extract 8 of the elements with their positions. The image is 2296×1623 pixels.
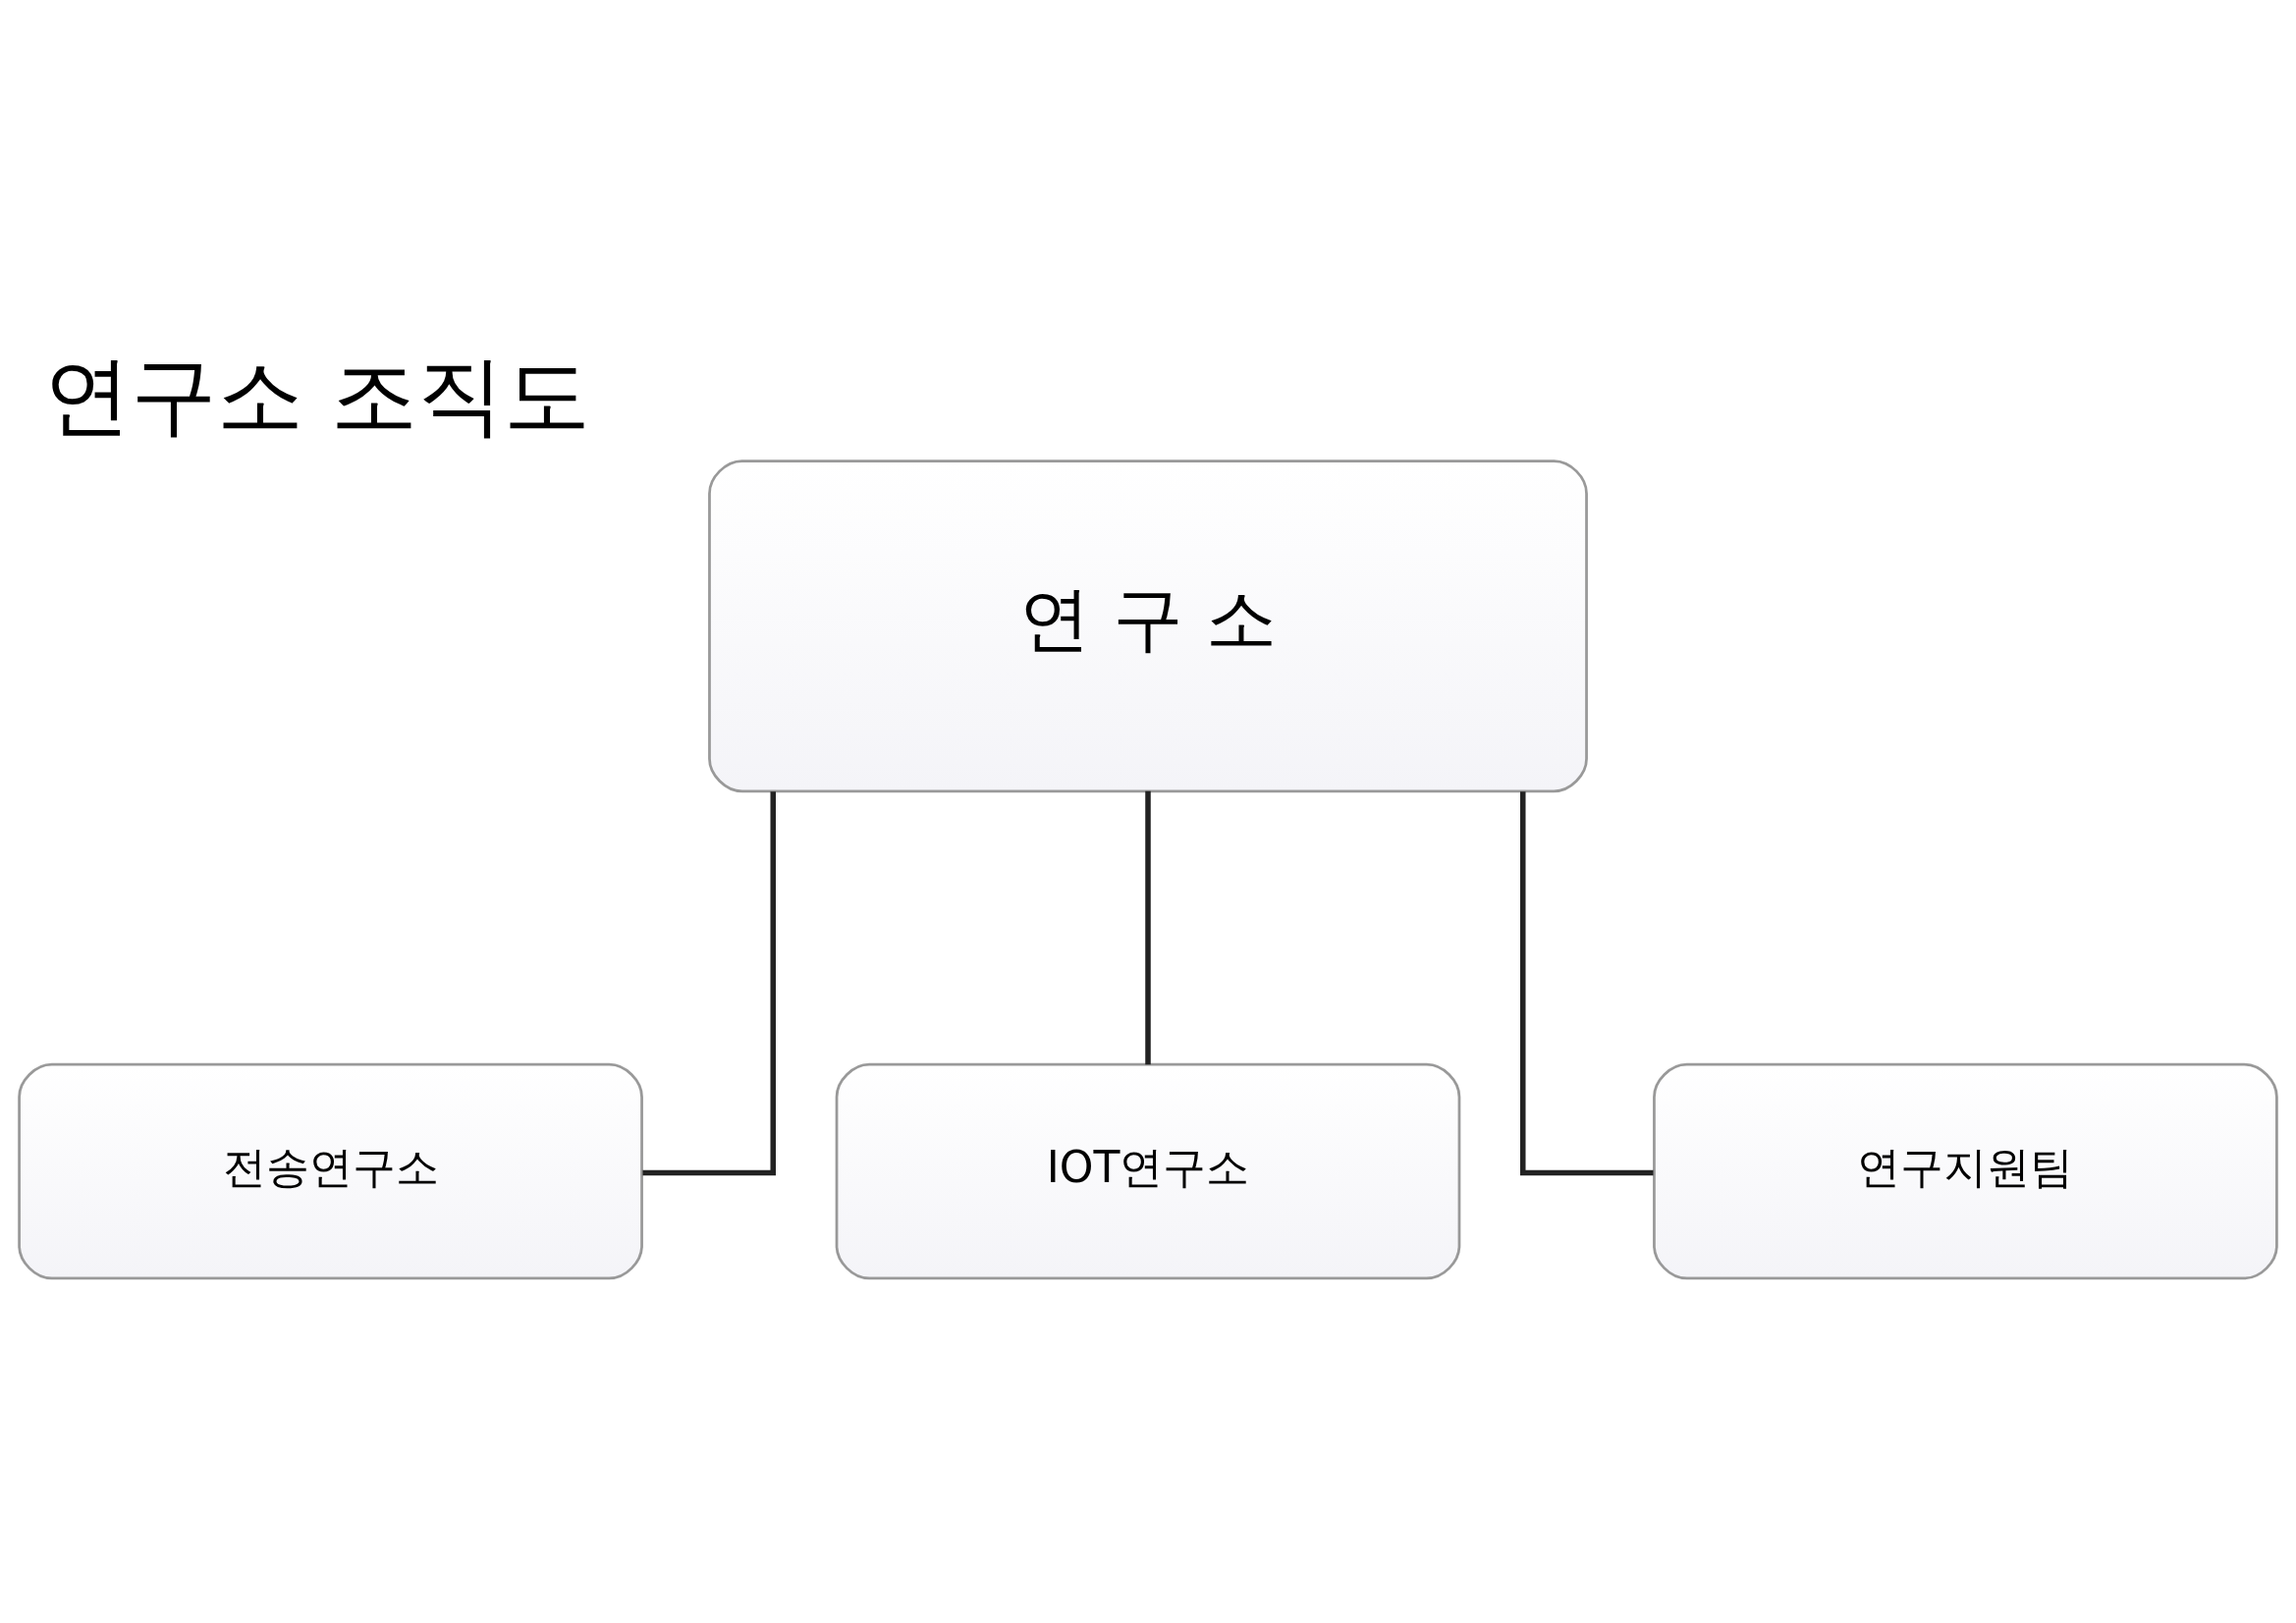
diagram-title: 연구소 조직도 [43,344,590,446]
node-box: IOT연구소 [835,1062,1461,1280]
connector [1520,791,1654,1176]
connector [642,791,776,1176]
node-box: 전송연구소 [18,1062,643,1280]
node-box: 연 구 소 [708,460,1588,793]
connector [1145,790,1151,1065]
node-box: 연구지원팀 [1653,1062,2278,1280]
